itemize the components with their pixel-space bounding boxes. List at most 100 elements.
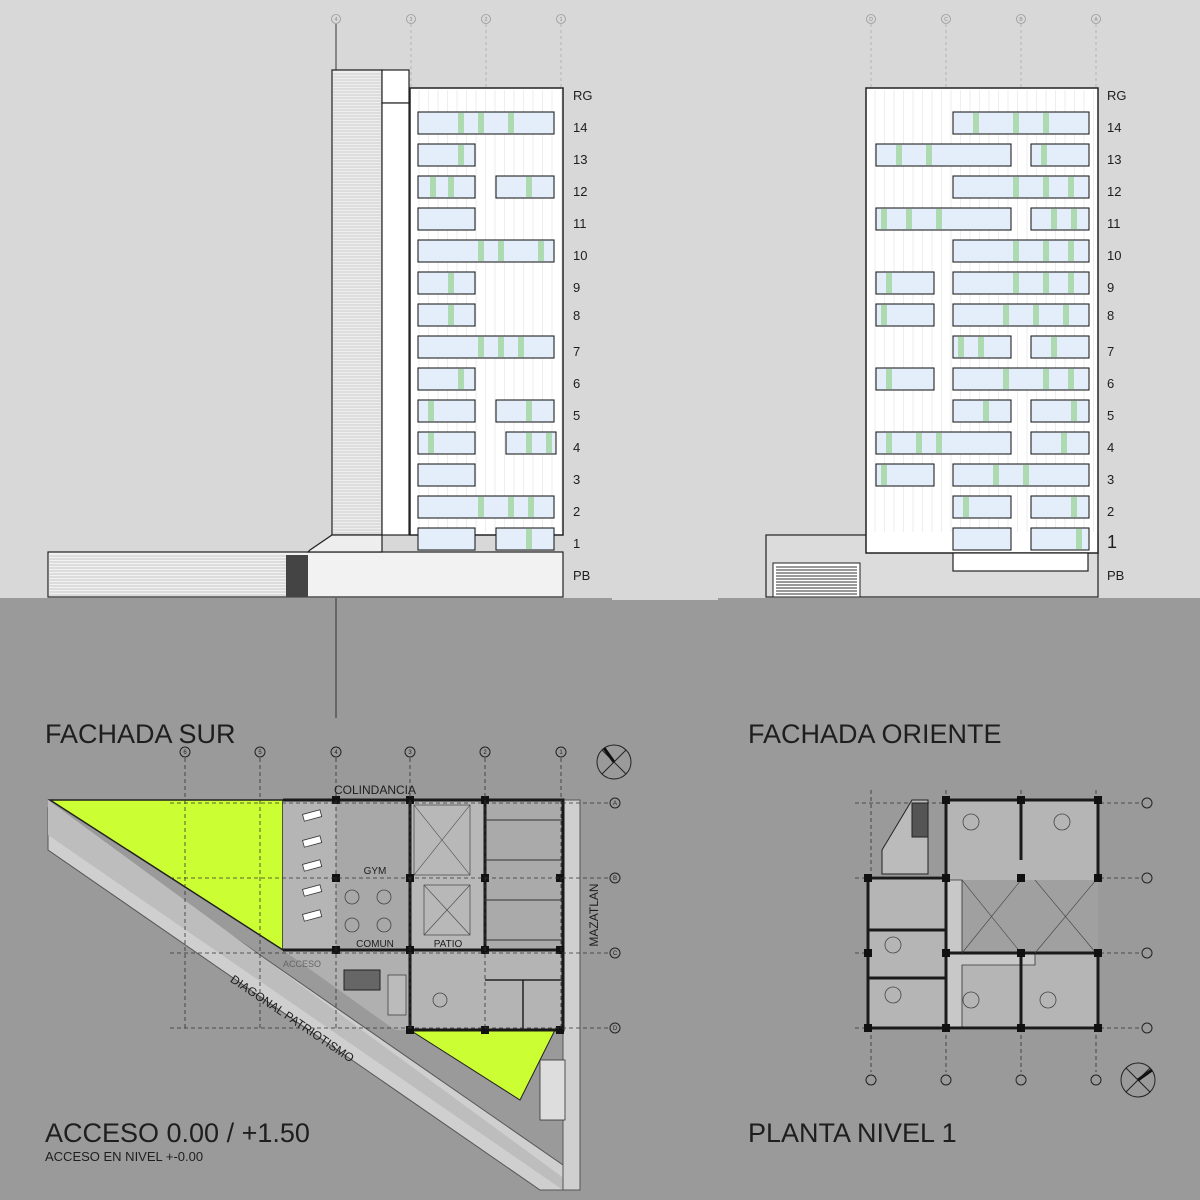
window-green-panel	[1071, 401, 1077, 421]
window	[417, 207, 476, 231]
column	[1017, 1024, 1025, 1032]
axis-bubble	[1091, 14, 1101, 24]
window-green-panel	[478, 497, 484, 517]
axis-bubble	[1141, 947, 1153, 959]
window-green-panel	[546, 433, 552, 453]
axis-label: 2	[485, 17, 488, 23]
table-icon	[344, 889, 360, 905]
level-label: 5	[1107, 408, 1114, 423]
window-green-panel	[916, 433, 922, 453]
skylight	[423, 884, 471, 936]
column	[942, 874, 950, 882]
window-green-panel	[1068, 241, 1074, 261]
axis-label: B	[1019, 17, 1023, 23]
window	[952, 111, 1090, 135]
window-green-panel	[526, 177, 532, 197]
label-colindancia: COLINDANCIA	[334, 783, 416, 797]
column	[556, 874, 564, 882]
axis-bubble	[1015, 1074, 1027, 1086]
axis-bubble	[1016, 14, 1026, 24]
table-icon	[962, 991, 980, 1009]
axis-bubble	[179, 746, 191, 758]
window	[952, 527, 1012, 551]
core-base	[306, 534, 383, 553]
level-label: 14	[573, 120, 587, 135]
window-green-panel	[498, 241, 504, 261]
window-green-panel	[1071, 209, 1077, 229]
apartments-west	[868, 876, 946, 1028]
light-well-cross	[961, 879, 1022, 954]
level-label: 1	[573, 536, 580, 551]
window-green-panel	[1043, 241, 1049, 261]
window-green-panel	[886, 273, 892, 293]
window-green-panel	[538, 241, 544, 261]
car-icon	[302, 835, 323, 848]
label-patio: PATIO	[434, 939, 463, 950]
table-icon	[432, 992, 448, 1008]
axis-label: 1	[559, 750, 563, 756]
label-acceso: ACCESO	[283, 959, 321, 969]
window	[952, 495, 1012, 519]
skylight	[413, 804, 471, 876]
label-comun: COMUN	[356, 939, 394, 950]
stair	[387, 974, 407, 1016]
axis-bubble	[609, 947, 621, 959]
window	[495, 527, 555, 551]
axis-bubble	[940, 1074, 952, 1086]
column	[1017, 949, 1025, 957]
window-green-panel	[478, 337, 484, 357]
car-icon	[302, 884, 323, 897]
axis-label: 4	[334, 750, 338, 756]
axis-bubble	[1141, 1022, 1153, 1034]
units-strip	[485, 800, 563, 950]
axis-label: 4	[335, 17, 338, 23]
car-icon	[302, 859, 323, 872]
table-icon	[376, 917, 392, 933]
level-label: 12	[573, 184, 587, 199]
level-label: 13	[573, 152, 587, 167]
gym-area	[336, 800, 410, 950]
window-green-panel	[881, 305, 887, 325]
level-label: 6	[573, 376, 580, 391]
axis-label: 5	[258, 750, 262, 756]
window	[417, 463, 476, 487]
column	[1094, 1024, 1102, 1032]
window	[1030, 399, 1090, 423]
window	[875, 207, 1012, 231]
window-green-panel	[978, 337, 984, 357]
level-label: RG	[573, 88, 593, 103]
level-label: 6	[1107, 376, 1114, 391]
axis-bubble	[609, 797, 621, 809]
level-label: 11	[573, 216, 587, 231]
ground-gap	[612, 596, 718, 600]
axis-bubble	[479, 746, 491, 758]
column	[1094, 949, 1102, 957]
window	[1030, 431, 1090, 455]
podium-hatch	[48, 555, 286, 596]
window	[875, 367, 935, 391]
table-icon	[962, 813, 980, 831]
table-icon	[1039, 991, 1057, 1009]
window-green-panel	[886, 433, 892, 453]
axis-bubble	[481, 14, 491, 24]
window-green-panel	[1013, 241, 1019, 261]
elevators	[343, 969, 381, 991]
garage-hatch	[776, 566, 857, 595]
axis-label: 1	[560, 17, 563, 23]
window-green-panel	[498, 337, 504, 357]
partition	[485, 979, 563, 1030]
axis-label: B	[613, 876, 617, 882]
window	[875, 143, 1012, 167]
window-green-panel	[526, 529, 532, 549]
window	[952, 303, 1090, 327]
level-label: 2	[573, 504, 580, 519]
car-icon	[302, 909, 323, 922]
plan-details	[864, 796, 1102, 1032]
window	[417, 335, 555, 359]
level-label: PB	[573, 568, 590, 583]
